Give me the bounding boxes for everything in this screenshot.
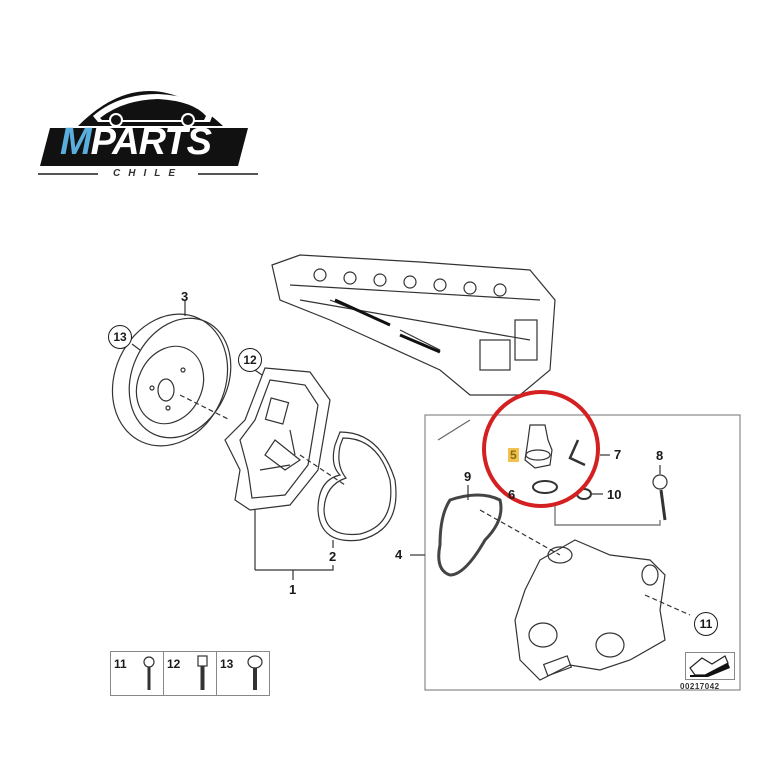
bracket-part-1 [255, 565, 334, 571]
callout-5-highlighted[interactable]: 5 [508, 448, 519, 462]
callout-1[interactable]: 1 [289, 582, 297, 597]
legend-item-12[interactable]: 12 [164, 652, 217, 695]
pulley-illustration [111, 300, 232, 447]
callout-4[interactable]: 4 [395, 547, 403, 562]
callout-11-circled[interactable]: 11 [694, 612, 718, 636]
legend-item-11[interactable]: 11 [111, 652, 164, 695]
callout-12-circled[interactable]: 12 [238, 348, 262, 372]
screw-11-icon [143, 656, 155, 690]
callout-10[interactable]: 10 [607, 487, 622, 502]
water-pump-illustration [224, 367, 331, 570]
reference-arrow-box [685, 652, 735, 680]
bolt-illustration [652, 465, 668, 521]
car-silhouette-icon [38, 91, 258, 175]
callout-8[interactable]: 8 [656, 448, 664, 463]
legend-item-13[interactable]: 13 [217, 652, 269, 695]
screw-13-icon [247, 655, 263, 690]
callout-7[interactable]: 7 [614, 447, 622, 462]
retaining-clip-illustration [568, 439, 586, 467]
callout-3[interactable]: 3 [181, 289, 189, 304]
screw-legend-table: 11 12 13 [110, 651, 270, 696]
diagram-id: 00217042 [680, 682, 720, 691]
logo-subtitle: CHILE [113, 168, 183, 179]
screw-12-icon [197, 655, 208, 690]
thermostat-housing-illustration [479, 509, 691, 681]
thermostat-group-box [424, 414, 741, 691]
reference-arrow-icon [689, 655, 730, 677]
cylinder-head-illustration [271, 254, 556, 396]
callout-6[interactable]: 6 [508, 487, 516, 502]
temperature-sensor-illustration [524, 424, 553, 469]
highlight-circle [482, 390, 600, 508]
logo-wordmark: MPARTS [60, 121, 212, 163]
o-ring-illustration [532, 480, 558, 494]
callout-13-circled[interactable]: 13 [108, 325, 132, 349]
callout-2[interactable]: 2 [329, 549, 337, 564]
callout-9[interactable]: 9 [464, 469, 472, 484]
brand-logo: MPARTS CHILE [38, 76, 258, 186]
pump-gasket-illustration [299, 431, 397, 548]
housing-gasket-illustration [437, 485, 503, 577]
